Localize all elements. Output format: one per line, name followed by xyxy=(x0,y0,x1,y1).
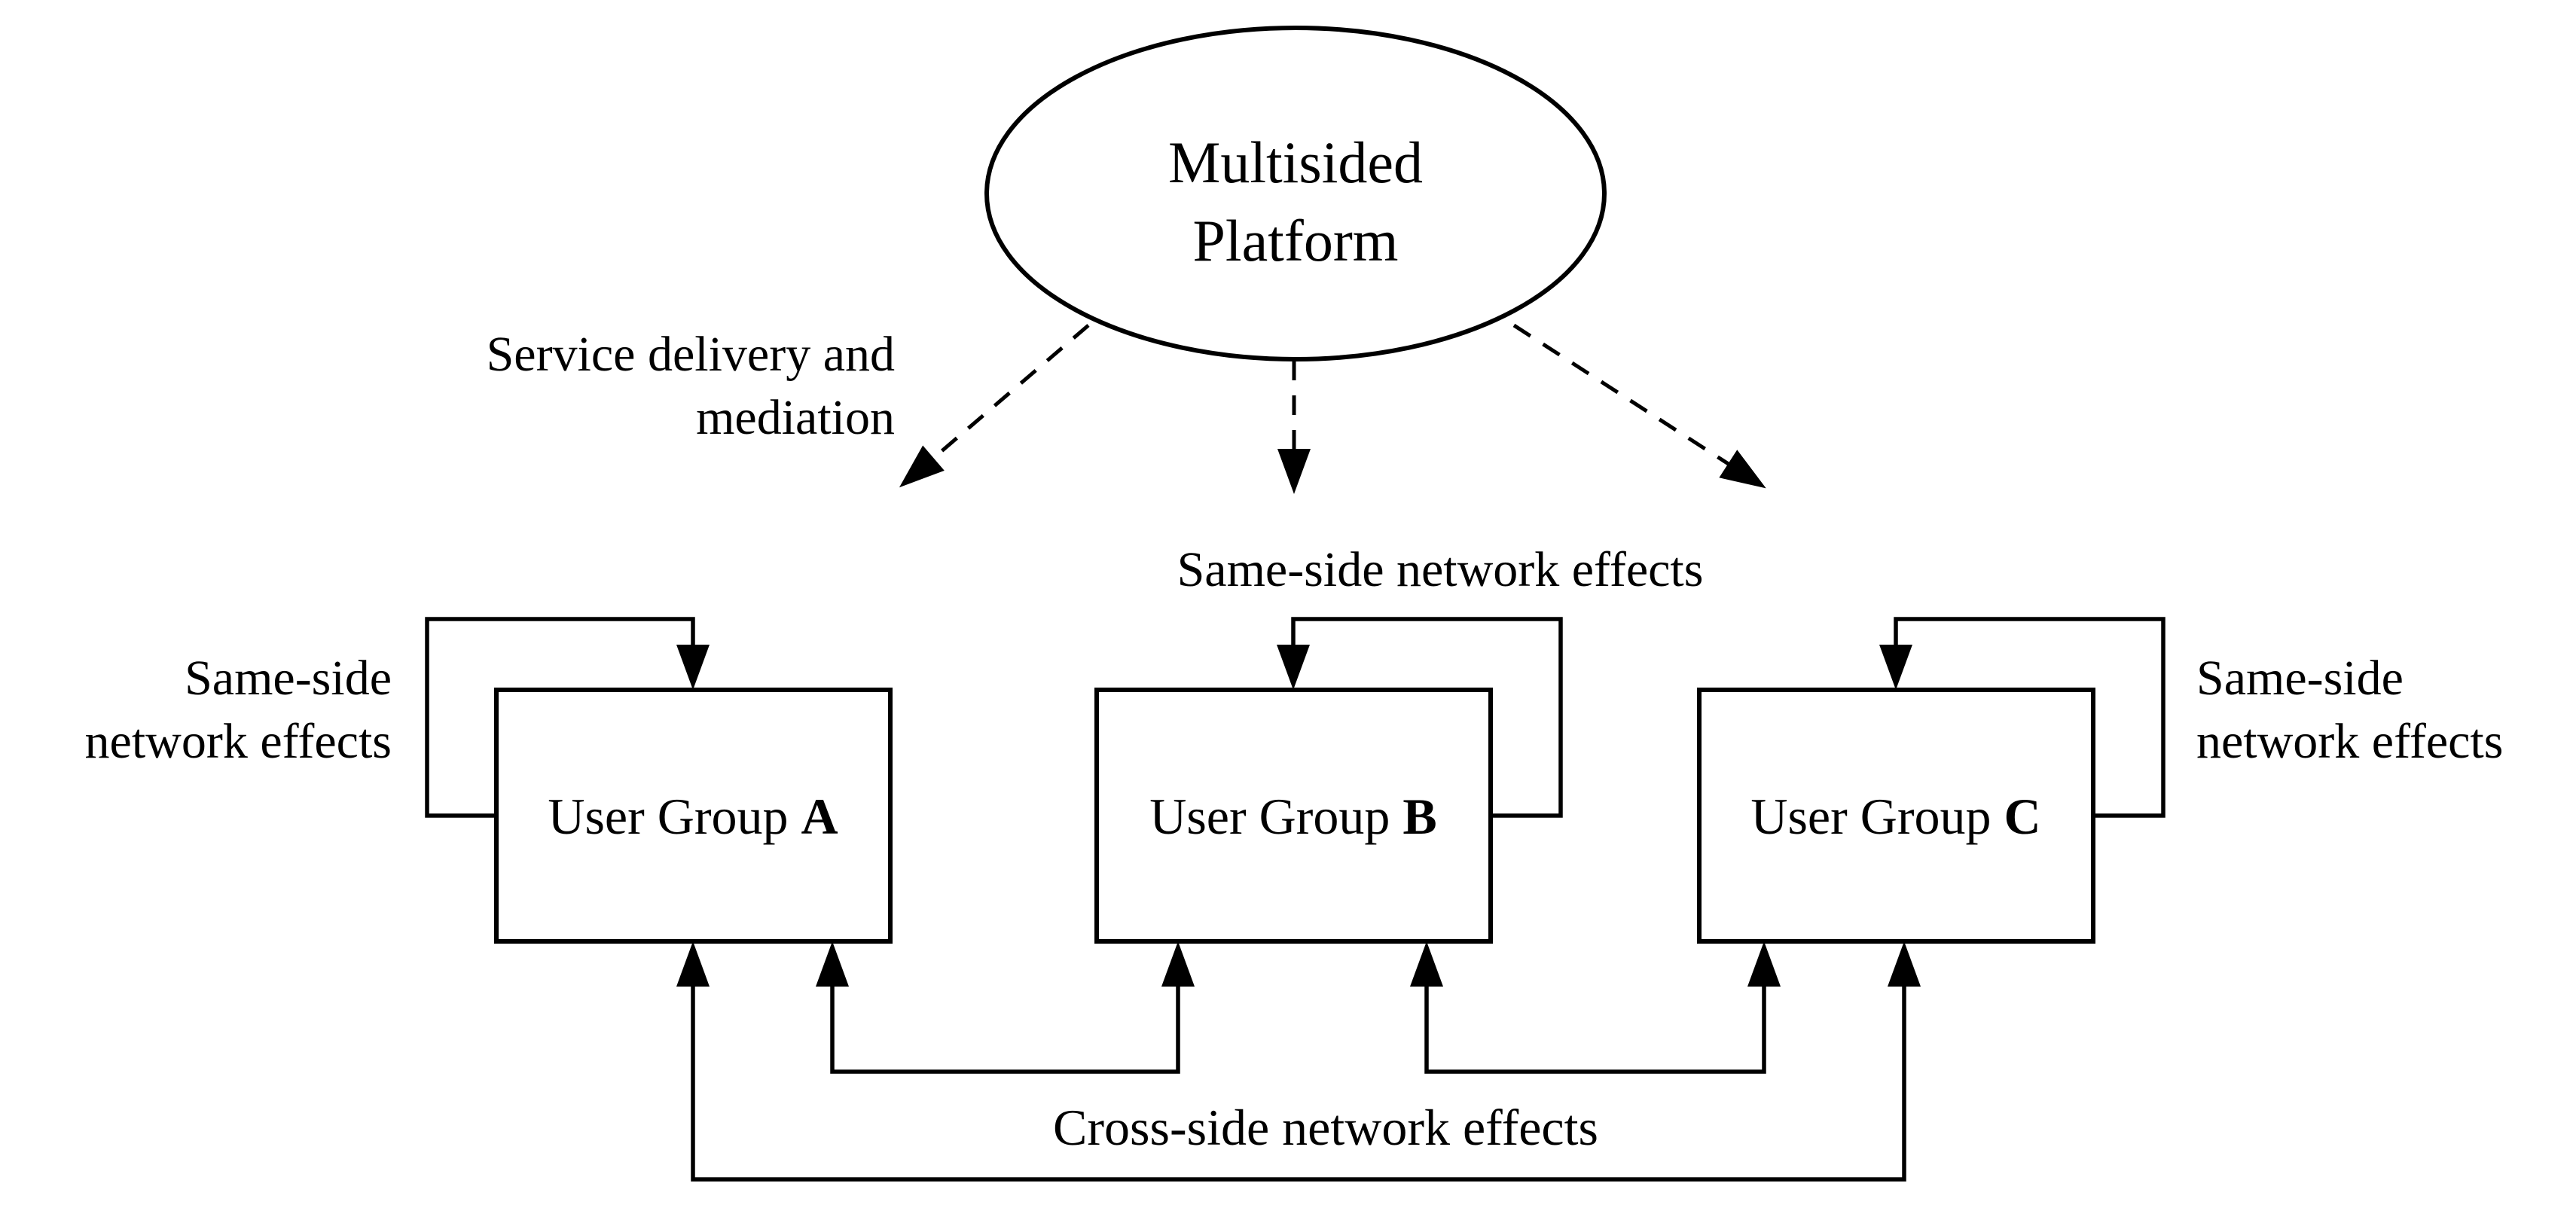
same-side-loop-a xyxy=(425,617,710,818)
cross-side-label: Cross-side network effects xyxy=(1053,1099,1598,1156)
same-side-label-right-line1: Same-side xyxy=(2196,651,2404,706)
same-side-label-right-line2: network effects xyxy=(2196,714,2503,769)
cross-side-arrow-b-c xyxy=(1410,941,1781,1074)
same-side-label-left-line1: Same-side xyxy=(185,651,392,706)
user-group-c-prefix: User Group xyxy=(1750,788,2004,845)
platform-label-line1: Multisided xyxy=(1168,130,1423,195)
user-group-a-label: User Group A xyxy=(548,788,838,845)
service-label-line2: mediation xyxy=(696,390,895,445)
cross-side-arrow-a-c xyxy=(676,941,1921,1182)
service-label-line1: Service delivery and xyxy=(487,327,895,382)
cross-side-arrow-a-b xyxy=(816,941,1195,1074)
same-side-label-left-line2: network effects xyxy=(85,714,392,769)
user-group-c-letter: C xyxy=(2004,788,2041,845)
user-group-b-label: User Group B xyxy=(1149,788,1437,845)
user-group-b-prefix: User Group xyxy=(1149,788,1402,845)
service-arrow-right xyxy=(1512,323,1766,489)
service-arrow-left xyxy=(899,324,1090,488)
user-group-c-label: User Group C xyxy=(1750,788,2040,845)
same-side-loop-b xyxy=(1277,617,1563,818)
user-group-a-prefix: User Group xyxy=(548,788,801,845)
platform-ellipse xyxy=(984,26,1607,361)
platform-label-line2: Platform xyxy=(1193,208,1399,273)
user-group-b-letter: B xyxy=(1402,788,1436,845)
same-side-loop-c xyxy=(1879,617,2165,818)
user-group-a-letter: A xyxy=(801,788,838,845)
same-side-label-top: Same-side network effects xyxy=(1177,542,1704,597)
